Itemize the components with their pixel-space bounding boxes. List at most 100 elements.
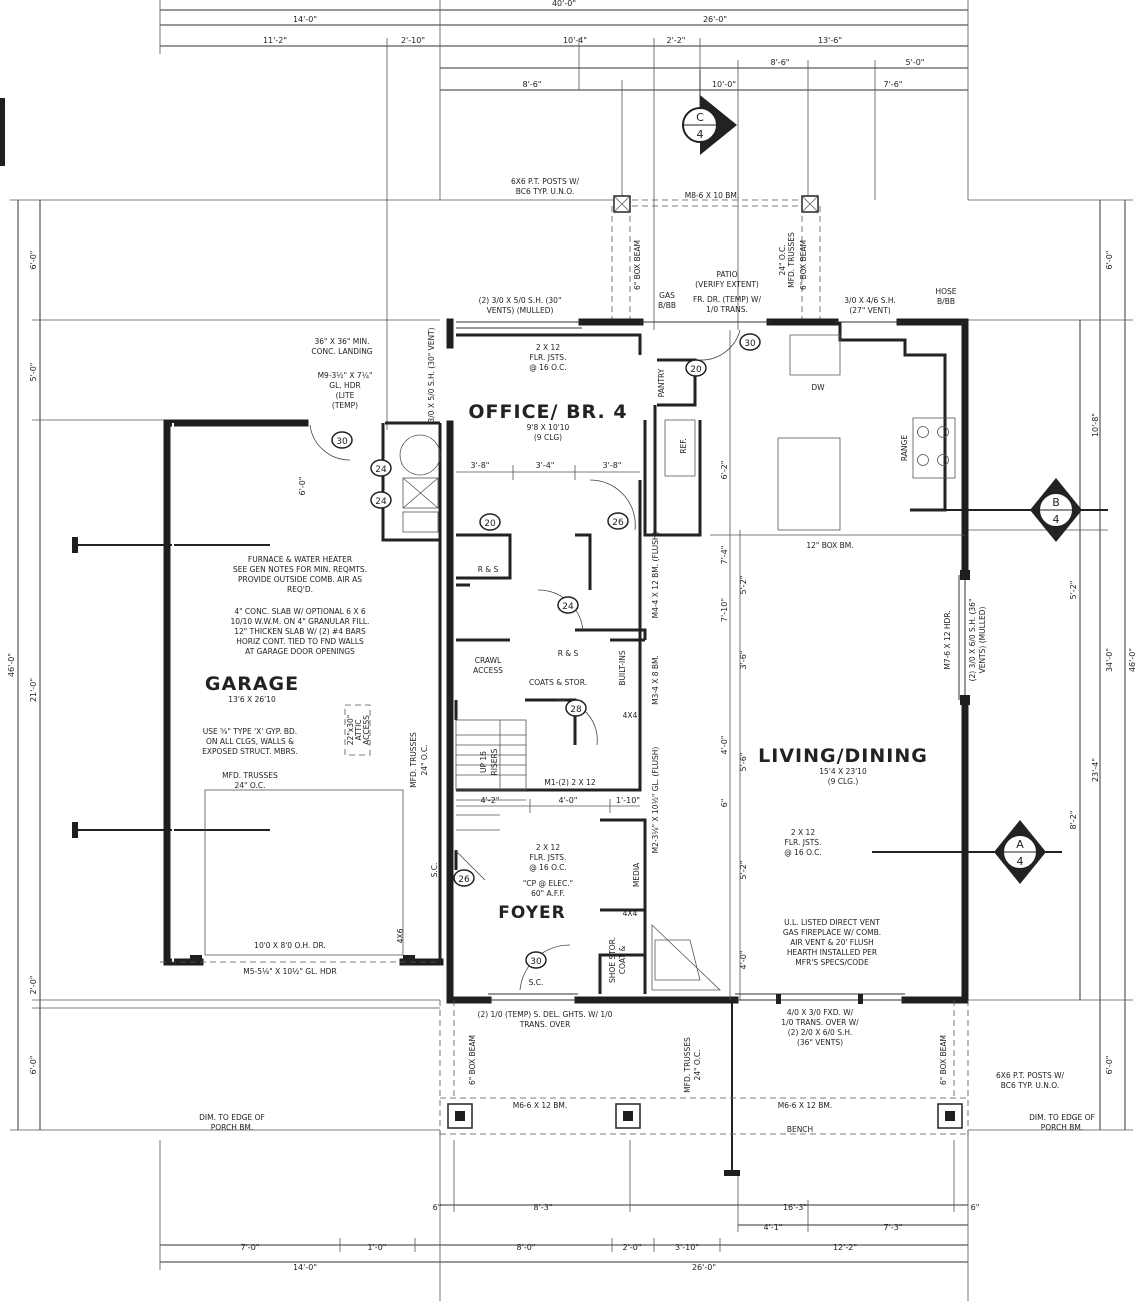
r4x4-1: 4X4 [623, 711, 638, 720]
note-window-top-right-2: (27" VENT) [849, 306, 890, 315]
built-ins-label: BUILT-INS [618, 650, 627, 685]
door-tags: 30 24 24 20 30 26 20 24 [331, 333, 761, 969]
note-patio-2: (VERIFY EXTENT) [695, 280, 759, 289]
patio: 6X6 P.T. POSTS W/ BC6 TYP. U.N.O. M8-6 X… [479, 177, 957, 320]
kitchen: DW RANGE REF. PANTRY 12" BOX BM. [657, 322, 965, 550]
furnace-4: REQ'D. [287, 585, 313, 594]
dim-stair-1: 4'-2" [481, 796, 500, 805]
door-tag-24-bath: 24 [557, 596, 579, 614]
dim-overall-width: 40'-0" [552, 0, 576, 8]
room-labels: OFFICE/ BR. 4 9'8 X 10'10 (9 CLG) GARAGE… [205, 401, 927, 923]
dim-edge-left-2: PORCH BM. [211, 1123, 254, 1132]
svg-text:20: 20 [484, 519, 496, 529]
room-office-clg: (9 CLG) [534, 433, 562, 442]
dim-left-3: 21'-0" [29, 678, 38, 702]
room-garage-name: GARAGE [205, 673, 299, 695]
dim-left-2: 5'-0" [29, 363, 38, 382]
note-mfd-trusses-top: MFD. TRUSSES [787, 232, 796, 288]
slab-3: 12" THICKEN SLAB W/ (2) #4 BARS [234, 627, 366, 636]
front-window-4: (36" VENTS) [797, 1038, 843, 1047]
front-window-2: 1/0 TRANS. OVER W/ [781, 1018, 859, 1027]
porch-beam-left: M6-6 X 12 BM. [513, 1101, 568, 1110]
dim-left-overall: 46'-0" [7, 653, 16, 677]
svg-text:26: 26 [458, 875, 470, 885]
dim-bot-row2-2: 7'-3" [884, 1223, 903, 1232]
notes: 36" X 36" MIN. CONC. LANDING M9-3½" X 7¼… [202, 327, 987, 1047]
fireplace-2: GAS FIREPLACE W/ COMB. [783, 928, 881, 937]
right-dimensions: 6'-0" 10'-8" 5'-2" 8'-2" 6'-0" 34'-0" 23… [968, 199, 1137, 1131]
m7-label: M7-6 X 12 HDR. [943, 610, 952, 669]
porch-beam-right: M6-6 X 12 BM. [778, 1101, 833, 1110]
dim-right-3: 5'-2" [1069, 581, 1078, 600]
range-label: RANGE [900, 435, 909, 461]
dim-bot-row1-4: 6" [971, 1203, 980, 1212]
dim-top-left: 14'-0" [293, 15, 317, 24]
dim-top-row3-2: 5'-0" [906, 58, 925, 67]
posts-bottom-1: 6X6 P.T. POSTS W/ [996, 1071, 1065, 1080]
crawl-1: CRAWL [475, 656, 502, 665]
dim-top-row2-2: 2'-10" [401, 36, 425, 45]
svg-text:24: 24 [375, 497, 387, 507]
bottom-dimensions: 6" 8'-3" 16'-3" 6" 4'-1" 7'-3" 7'-0" 1'-… [159, 1130, 980, 1301]
foyer-jsts-2: FLR. JSTS. [530, 853, 567, 862]
living-window-1: (2) 3/0 X 6/0 S.H. (36" [968, 599, 977, 682]
porch-mfd-trusses: MFD. TRUSSES [683, 1037, 692, 1093]
dim-live-4: 7'-10" [720, 598, 729, 622]
dim-top-row3-1: 8'-6" [771, 58, 790, 67]
dim-top-row2-5: 13'-6" [818, 36, 842, 45]
svg-text:30: 30 [530, 957, 542, 967]
door-tag-30-patio: 30 [739, 333, 761, 351]
dim-bot-row1-1: 6" [433, 1203, 442, 1212]
dim-top-row2-3: 10'-4" [563, 36, 587, 45]
dim-right-4: 8'-2" [1069, 811, 1078, 830]
svg-text:24: 24 [562, 602, 574, 612]
room-living-clg: (9 CLG.) [828, 777, 859, 786]
fireplace-3: AIR VENT & 20' FLUSH [790, 938, 874, 947]
fireplace-5: MFR'S SPECS/CODE [795, 958, 869, 967]
svg-text:26: 26 [612, 518, 624, 528]
dim-bot-row2-1: 4'-1" [764, 1223, 783, 1232]
section-c-letter: C [696, 111, 704, 124]
gypbd-3: EXPOSED STRUCT. MBRS. [202, 747, 298, 756]
front-porch: M6-6 X 12 BM. M6-6 X 12 BM. BENCH 6" BOX… [199, 1000, 1095, 1140]
dim-right-overall: 46'-0" [1128, 648, 1137, 672]
dim-live-6: 4'-0" [720, 736, 729, 755]
m1-label: M1-(2) 2 X 12 [544, 778, 595, 787]
dim-bot-row3-2: 1'-0" [368, 1243, 387, 1252]
garage-trusses-2: 24" O.C. [235, 781, 266, 790]
svg-text:24: 24 [375, 465, 387, 475]
garage-side-trusses-1: MFD. TRUSSES [409, 732, 418, 788]
dw-label: DW [811, 383, 825, 392]
section-marker-b: B 4 [910, 478, 1108, 542]
furnace-1: FURNACE & WATER HEATER [248, 555, 352, 564]
gypbd-1: USE ⅝" TYPE 'X' GYP. BD. [203, 727, 297, 736]
section-a-sheet: 4 [1017, 855, 1024, 868]
dim-live-3: 5'-2" [739, 576, 748, 595]
note-patio-door-1: FR. DR. (TEMP) W/ [693, 295, 761, 304]
dim-left-4: 2'-0" [29, 976, 38, 995]
dim-right-1: 6'-0" [1105, 251, 1114, 270]
refrigerator [664, 419, 696, 477]
room-office-size: 9'8 X 10'10 [527, 423, 570, 432]
dim-live-7: 5'-6" [739, 753, 748, 772]
dishwasher [789, 334, 841, 376]
cp-1: "CP @ ELEC." [523, 879, 573, 888]
garage-hdr-label: M5-5⅛" X 10½" GL. HDR [243, 967, 336, 976]
living-jsts-2: FLR. JSTS. [785, 838, 822, 847]
dim-top-row4-3: 7'-6" [884, 80, 903, 89]
front-window-1: 4/0 X 3/0 FXD. W/ [787, 1008, 854, 1017]
attic-access [344, 704, 371, 756]
dim-top-row4-2: 10'-0" [712, 80, 736, 89]
top-dimensions: 40'-0" 14'-0" 26'-0" 11'-2" 2'-10" 10'-4… [159, 0, 969, 430]
porch-box-beam-left: 6" BOX BEAM [468, 1035, 477, 1085]
dim-bot-row1-3: 16'-3" [783, 1203, 807, 1212]
furnace-3: PROVIDE OUTSIDE COMB. AIR AS [238, 575, 362, 584]
svg-text:30: 30 [744, 339, 756, 349]
ref-label: REF. [679, 438, 688, 453]
attic-3: ACCESS [362, 715, 371, 745]
dim-left-garage-6: 6'-0" [298, 477, 307, 496]
dim-bot-row3-1: 7'-0" [241, 1243, 260, 1252]
dim-office-1: 3'-8" [471, 461, 490, 470]
r4x4-2: 4X4 [623, 909, 638, 918]
dim-top-right: 26'-0" [703, 15, 727, 24]
